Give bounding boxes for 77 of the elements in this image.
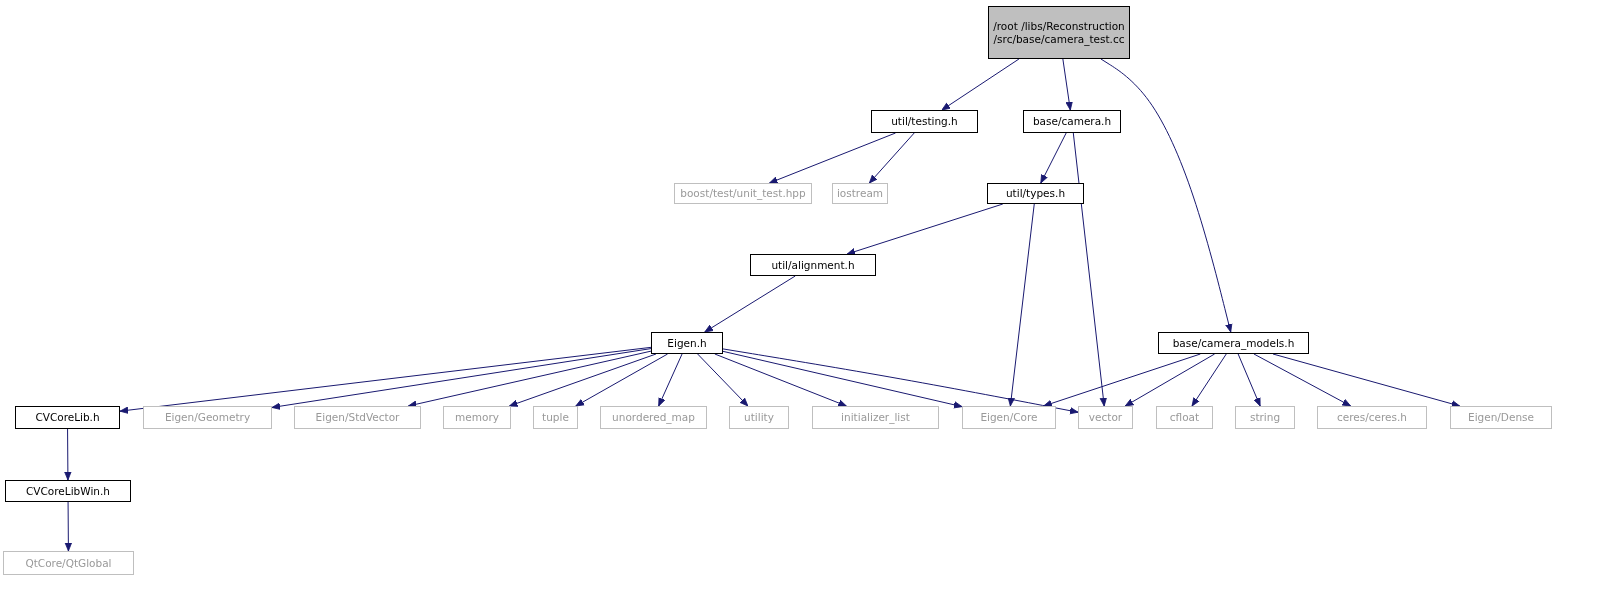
external-file-box	[1450, 406, 1552, 429]
file-name: initializer_list	[841, 411, 910, 424]
arrow	[508, 353, 657, 407]
file-name: util/alignment.h	[771, 258, 855, 272]
file-name: Eigen/Dense	[1468, 411, 1534, 424]
file-name: Eigen/Core	[980, 411, 1038, 424]
arrow	[119, 346, 652, 414]
arrow	[697, 353, 749, 407]
arrow	[714, 353, 847, 407]
file-name: tuple	[542, 411, 569, 424]
file-box	[987, 183, 1084, 204]
file-name: boost/test/unit_test.hpp	[680, 187, 806, 200]
arrow	[722, 350, 963, 409]
arrow	[941, 58, 1020, 111]
file-box	[1158, 332, 1309, 354]
external-file-box	[600, 406, 707, 429]
file-box	[651, 332, 723, 354]
file-name: QtCore/QtGlobal	[25, 556, 112, 570]
external-file-box	[812, 406, 939, 429]
file-name: CVCoreLibWin.h	[26, 484, 110, 498]
arrow	[1043, 353, 1201, 407]
arrow	[1253, 353, 1352, 407]
file-box	[871, 110, 978, 133]
external-file-box	[3, 551, 134, 575]
external-file-box	[1156, 406, 1213, 429]
file-box	[5, 480, 131, 502]
file-box	[988, 6, 1130, 59]
arrow	[768, 132, 896, 184]
external-file-box	[1235, 406, 1295, 429]
arrow	[64, 501, 72, 552]
external-file-box	[962, 406, 1056, 429]
external-file-box	[533, 406, 578, 429]
arrow	[575, 353, 669, 407]
external-file-box	[1078, 406, 1133, 429]
arrow	[1191, 353, 1227, 407]
external-file-box	[674, 183, 812, 204]
arrow	[1072, 132, 1107, 407]
arrow	[658, 353, 683, 407]
file-name: ceres/ceres.h	[1337, 411, 1407, 424]
file-name: unordered_map	[612, 411, 695, 424]
file-name: utility	[744, 411, 774, 424]
external-file-box	[294, 406, 421, 429]
arrow	[846, 203, 1004, 255]
file-name: Eigen/Geometry	[164, 411, 251, 424]
file-name: string	[1249, 411, 1281, 424]
arrow	[407, 350, 652, 408]
file-name: cfloat	[1169, 411, 1200, 424]
file-name: util/types.h	[1005, 187, 1066, 200]
arrow	[722, 348, 1079, 415]
arrow	[64, 428, 72, 481]
file-name: base/camera_models.h	[1172, 336, 1295, 350]
arrow	[868, 132, 915, 184]
file-name: /root /libs/Reconstruction /src/base/camera_test.cc	[992, 19, 1126, 46]
external-file-box	[1317, 406, 1427, 429]
file-name: memory	[455, 411, 499, 424]
arrow	[1100, 58, 1233, 333]
file-name: Eigen/StdVector	[315, 411, 400, 424]
file-name: vector	[1088, 411, 1123, 424]
file-box	[750, 254, 876, 276]
arrow	[1007, 203, 1035, 407]
file-name: base/camera.h	[1032, 115, 1112, 128]
external-file-box	[729, 406, 789, 429]
arrow	[1272, 353, 1461, 408]
arrow	[704, 275, 796, 333]
file-name: CVCoreLib.h	[35, 411, 100, 424]
arrow	[1124, 353, 1216, 407]
file-name: iostream	[836, 187, 884, 200]
file-box	[1023, 110, 1121, 133]
arrow	[271, 348, 652, 410]
external-file-box	[143, 406, 272, 429]
file-box	[15, 406, 120, 429]
arrow	[1040, 132, 1067, 184]
arrow	[1237, 353, 1261, 407]
file-name: util/testing.h	[891, 115, 958, 128]
file-name: Eigen.h	[667, 336, 707, 350]
arrow	[1062, 58, 1073, 111]
external-file-box	[443, 406, 511, 429]
